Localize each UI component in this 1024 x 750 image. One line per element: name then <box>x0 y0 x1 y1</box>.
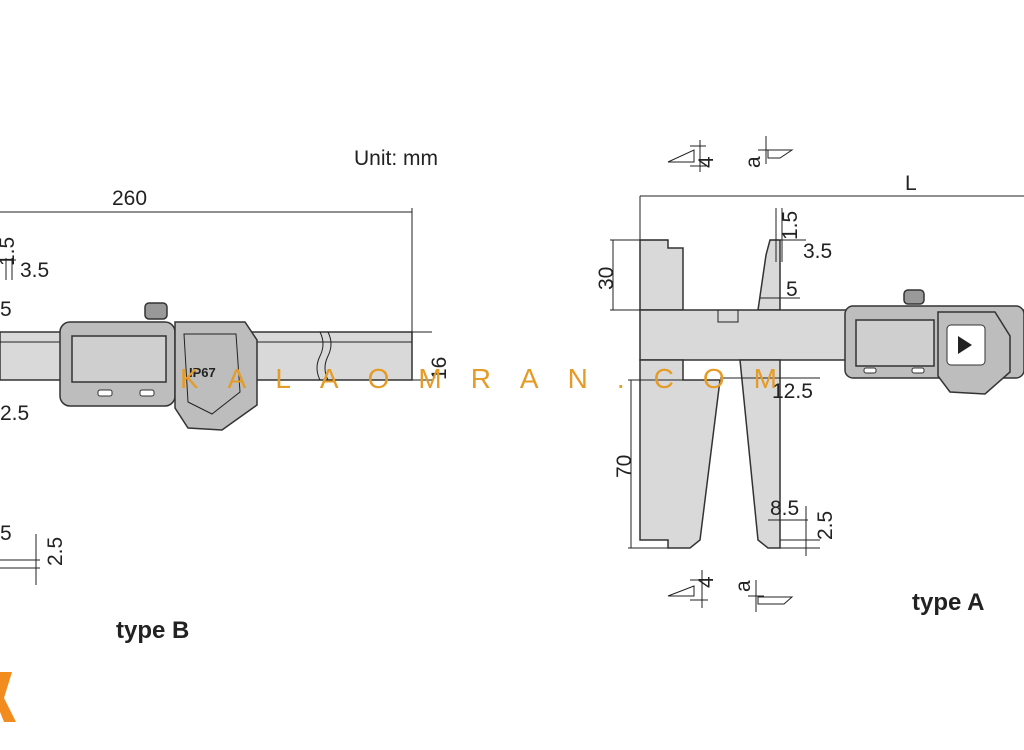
type-a-section-bottom-right <box>757 596 794 605</box>
type-a-section-top-right <box>767 149 794 159</box>
type-b-thumb-roller <box>144 302 168 320</box>
unit-label: Unit: mm <box>354 147 438 170</box>
type-a-overall-length: L <box>905 172 917 195</box>
type-b-lower-dim: 2.5 <box>0 402 29 425</box>
type-b-overall-length: 260 <box>112 187 147 210</box>
type-b-beam-height: 16 <box>428 357 451 380</box>
type-b-break-mark <box>316 331 324 381</box>
type-b-head <box>174 321 258 431</box>
type-a-section-top-right-value: a <box>742 156 765 168</box>
type-a-jaw-width: 12.5 <box>772 380 813 403</box>
type-b-jaw-step: 3.5 <box>20 259 49 282</box>
type-b-label: type B <box>116 617 189 644</box>
type-a-tip-width: 8.5 <box>770 497 799 520</box>
type-b-partial-dim: 5 <box>0 298 12 321</box>
watermark-text: KALAOMRAN.COM <box>180 363 806 394</box>
type-a-upper-fixed-jaw <box>639 239 684 311</box>
type-a-section-top-left-value: 4 <box>695 156 718 168</box>
type-a-lower-slide-jaw <box>739 359 781 549</box>
type-a-upper-slide-jaw <box>757 239 781 311</box>
type-a-label: type A <box>912 589 984 616</box>
type-b-drawing: IP67 260 16 1.5 3.5 5 2.5 5 2.5 type B <box>0 187 451 644</box>
type-a-section-bottom-right-value: a <box>732 580 755 592</box>
type-a-thumb-roller <box>903 289 925 305</box>
type-a-upper-jaw-height: 30 <box>595 267 618 290</box>
logo-icon <box>0 672 16 722</box>
type-a-lower-fixed-jaw <box>639 359 721 549</box>
type-a-tip-height: 2.5 <box>814 511 837 540</box>
type-a-section-top-left <box>667 149 695 163</box>
type-b-ip-mark: IP67 <box>189 365 216 380</box>
type-a-section-bottom-left <box>667 585 695 597</box>
type-a-jaw-offset: 5 <box>786 278 798 301</box>
type-a-lower-jaw-height: 70 <box>613 455 636 478</box>
type-b-tip-height: 2.5 <box>44 537 67 566</box>
type-b-display <box>71 335 167 383</box>
type-b-jaw-tip: 1.5 <box>0 237 19 266</box>
type-a-jaw-tip: 1.5 <box>779 211 802 240</box>
play-icon <box>958 336 972 354</box>
type-a-drawing: L 30 70 1.5 3.5 5 <box>595 136 1024 616</box>
type-b-tip-dim: 5 <box>0 522 12 545</box>
type-a-display <box>855 319 935 367</box>
type-a-section-bottom-left-value: 4 <box>695 576 718 588</box>
type-a-jaw-step: 3.5 <box>803 240 832 263</box>
